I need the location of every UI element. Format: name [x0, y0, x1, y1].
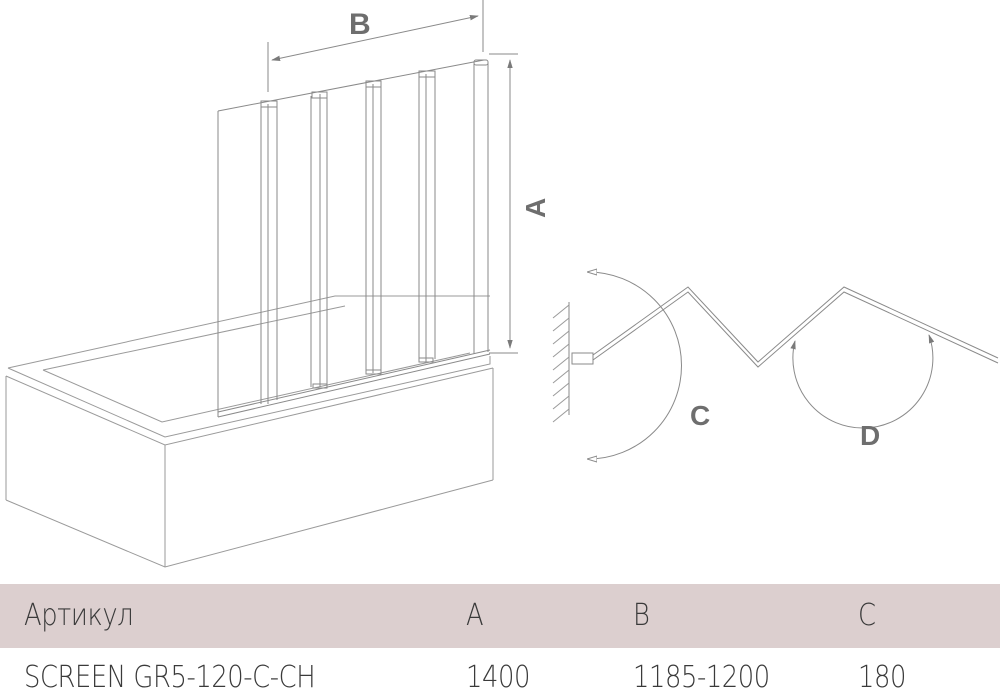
- bathtub: [5, 295, 494, 568]
- label-a: A: [520, 198, 551, 218]
- header-c: C: [858, 598, 876, 633]
- cell-a: 1400: [466, 660, 530, 695]
- header-b: B: [633, 598, 650, 633]
- table-header: Артикул A B C: [0, 584, 1000, 648]
- table-row: SCREEN GR5-120-C-CH 1400 1185-1200 180: [0, 648, 1000, 696]
- header-article: Артикул: [24, 598, 134, 633]
- bath-screen: [217, 59, 491, 418]
- folding-scheme: [552, 272, 999, 459]
- cell-article: SCREEN GR5-120-C-CH: [24, 660, 316, 695]
- label-d: D: [860, 420, 880, 451]
- dimension-a: [489, 53, 518, 354]
- label-b: B: [349, 8, 371, 41]
- technical-drawing: B A C D: [5, 0, 999, 568]
- header-a: A: [466, 598, 484, 633]
- dimension-b: [267, 0, 484, 92]
- cell-c: 180: [858, 660, 906, 695]
- specifications-table: Артикул A B C SCREEN GR5-120-C-CH 1400 1…: [0, 584, 1000, 696]
- cell-b: 1185-1200: [633, 660, 770, 695]
- label-c: C: [690, 400, 710, 431]
- wall-hatching: [552, 304, 570, 423]
